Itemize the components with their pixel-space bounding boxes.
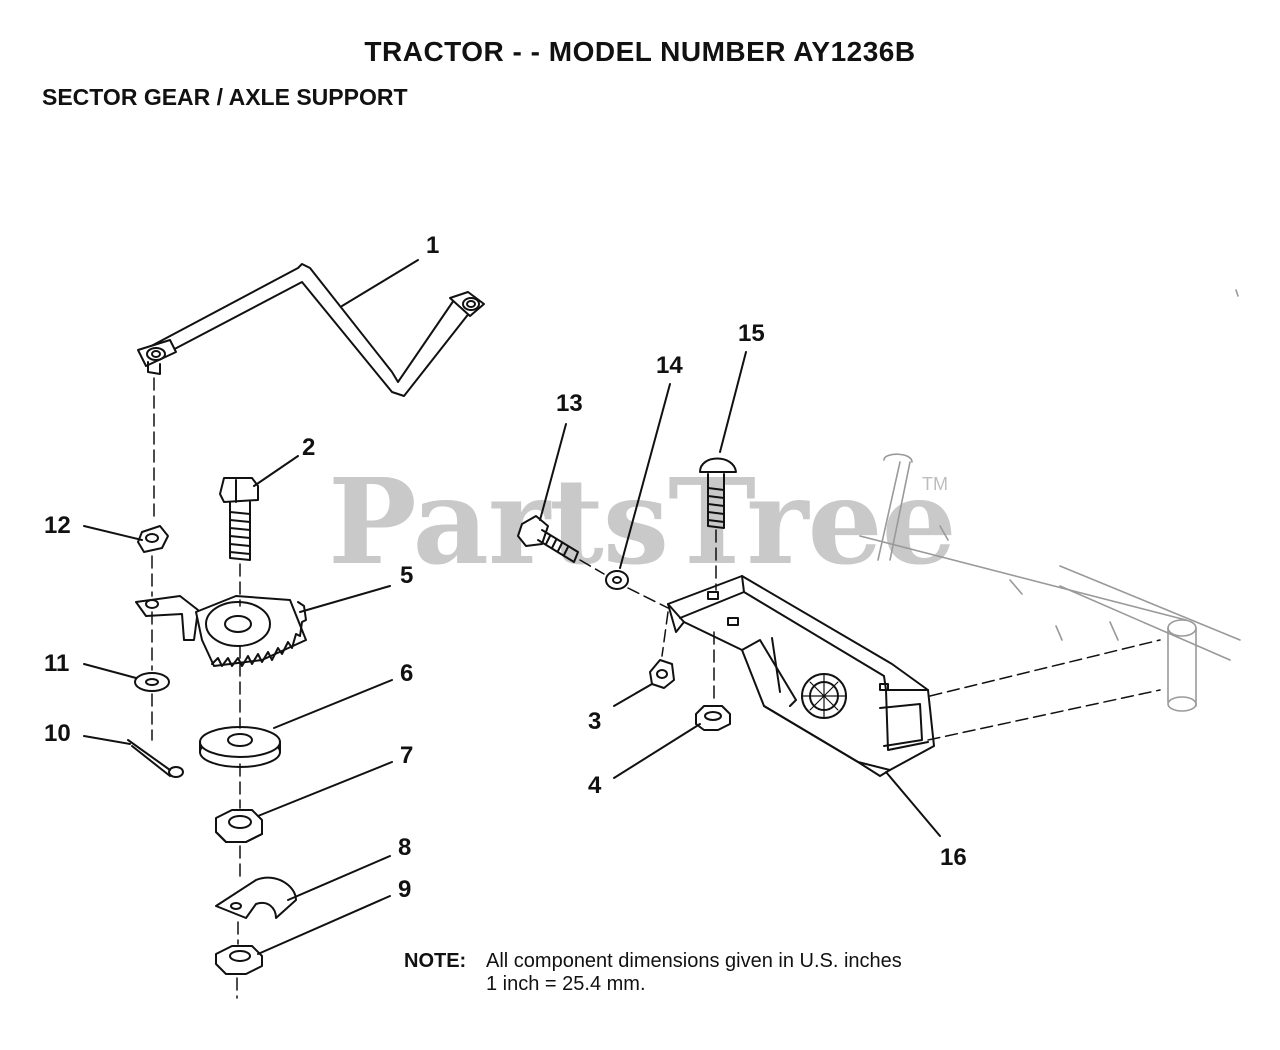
note-label: NOTE: [404, 950, 467, 972]
part-10-cotter-pin [127, 739, 184, 778]
callout-16: 16 [940, 844, 967, 871]
callout-1: 1 [426, 232, 440, 259]
part-16-axle-support [667, 575, 935, 777]
part-12-flange-nut [137, 525, 169, 553]
callout-leader-lines [83, 259, 941, 955]
callout-15: 15 [738, 320, 765, 347]
assembly-center-lines [151, 377, 1161, 999]
part-11-washer [134, 672, 170, 692]
callout-12: 12 [44, 512, 71, 539]
callout-3: 3 [588, 708, 602, 735]
section-subtitle: SECTOR GEAR / AXLE SUPPORT [42, 84, 408, 110]
callout-2: 2 [302, 434, 316, 461]
watermark-trademark: TM [922, 474, 948, 494]
part-5-sector-gear [135, 595, 307, 667]
callout-7: 7 [400, 742, 414, 769]
part-14-washer [605, 570, 629, 590]
part-9-hex-nut [215, 945, 263, 975]
callout-4: 4 [588, 772, 602, 799]
background-axle-frame [859, 289, 1241, 712]
callout-6: 6 [400, 660, 414, 687]
dimension-note: NOTE: All component dimensions given in U… [404, 950, 902, 996]
callout-11: 11 [44, 650, 70, 677]
watermark-logo: PartsTree [328, 452, 957, 591]
part-1-drag-link [137, 263, 485, 397]
page-title: TRACTOR - - MODEL NUMBER AY1236B [364, 36, 916, 67]
callout-10: 10 [44, 720, 71, 747]
part-8-clip [215, 876, 297, 919]
callout-13: 13 [556, 390, 583, 417]
callout-9: 9 [398, 876, 412, 903]
callout-14: 14 [656, 352, 683, 379]
callout-5: 5 [400, 562, 414, 589]
note-line-1: All component dimensions given in U.S. i… [486, 950, 902, 972]
note-line-2: 1 inch = 25.4 mm. [486, 973, 646, 995]
part-15-carriage-bolt [699, 457, 737, 529]
part-7-hex-nut [215, 809, 263, 843]
part-3-nut [649, 659, 675, 689]
part-13-bolt [517, 515, 579, 563]
part-2-bolt [219, 477, 259, 561]
callout-8: 8 [398, 834, 412, 861]
part-6-spacer [199, 726, 281, 768]
part-4-nut [695, 705, 731, 731]
